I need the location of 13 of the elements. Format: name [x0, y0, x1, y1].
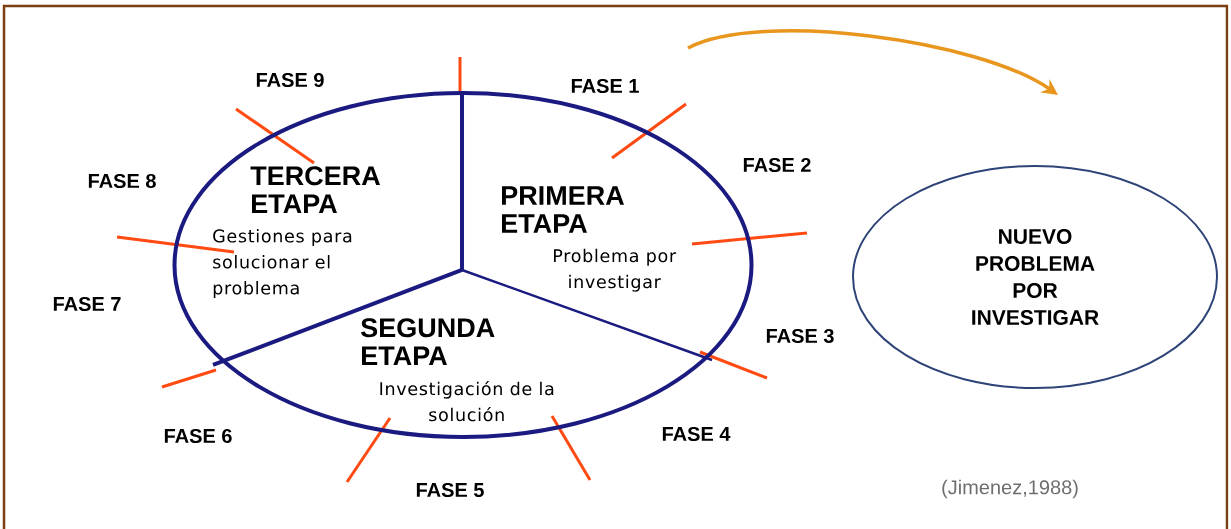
phase-label: FASE 3 — [766, 328, 834, 344]
phase-label: FASE 5 — [416, 482, 484, 498]
stage-text: TERCERA ETAPA Gestiones para solucionar el problema — [213, 166, 380, 298]
phase-label: FASE 6 — [164, 428, 232, 444]
phase-label: FASE 9 — [256, 72, 324, 88]
phase-label: FASE 2 — [743, 157, 811, 173]
phase-label: FASE 4 — [662, 426, 731, 442]
phase-label: FASE 1 — [571, 78, 639, 94]
stage-text: SEGUNDA ETAPA Investigación de la solución — [361, 318, 554, 422]
stage-text: PRIMERA ETAPA Problema por investigar — [502, 186, 677, 292]
citation: (Jimenez,1988) — [942, 479, 1078, 499]
phase-label: FASE 7 — [53, 296, 121, 312]
phase-label: FASE 8 — [88, 173, 156, 189]
